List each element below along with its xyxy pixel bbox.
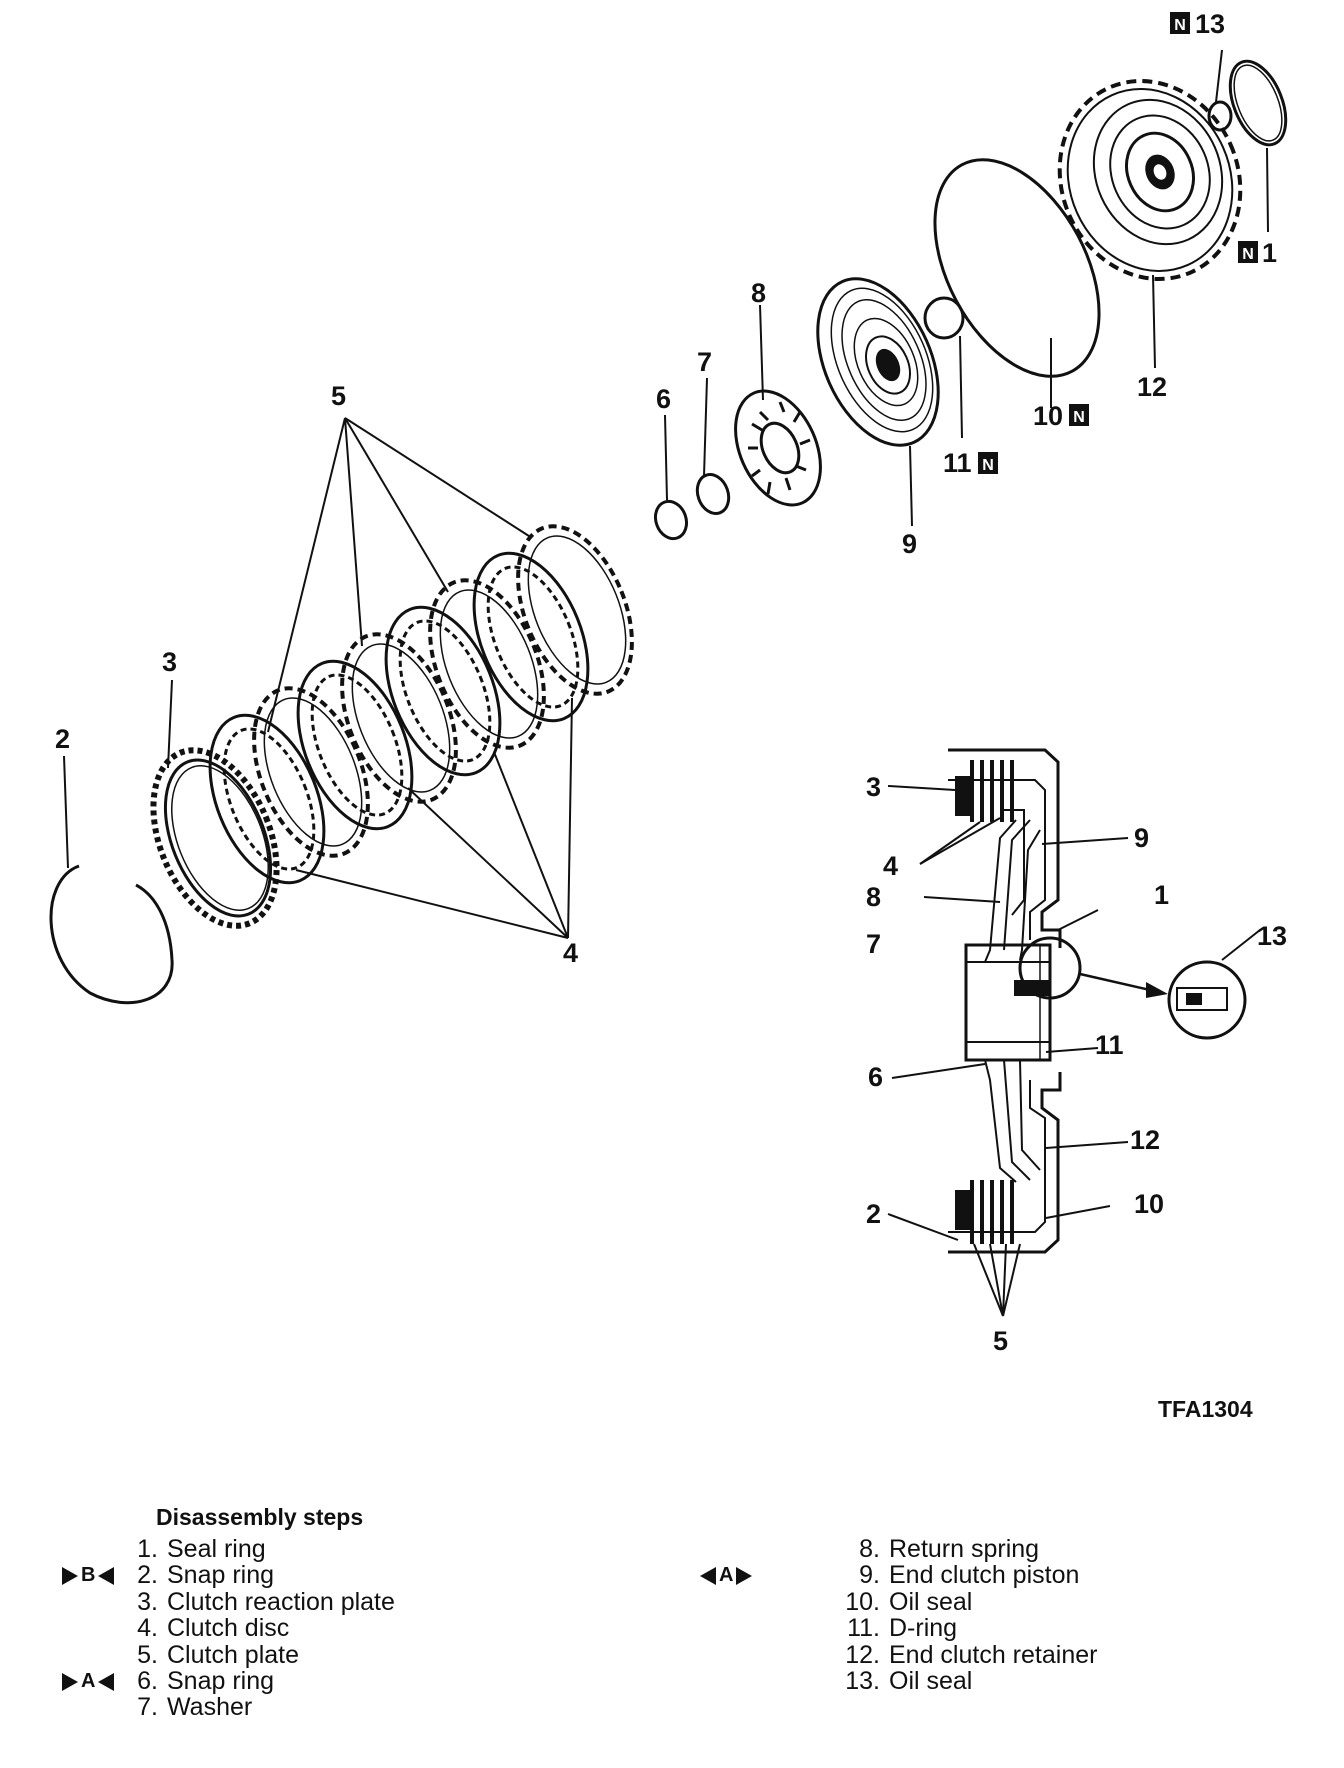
snap-ring-large — [49, 864, 174, 1005]
arrow-left-icon — [700, 1566, 716, 1585]
arrow-left-icon — [98, 1672, 115, 1691]
end-clutch-retainer — [1057, 79, 1243, 281]
clutch-plate — [340, 632, 458, 804]
callout-1: 1 — [1262, 238, 1277, 268]
steps-column-left: 1.Seal ring 2.Snap ring 3.Clutch reactio… — [120, 1536, 395, 1721]
clutch-plate — [428, 578, 546, 750]
steps-column-right: 8.Return spring 9.End clutch piston 10.O… — [842, 1535, 1098, 1695]
clutch-disc — [208, 713, 326, 885]
step-row: 1.Seal ring — [137, 1535, 266, 1563]
service-tag-a-left: A — [62, 1670, 115, 1693]
figure-code: TFA1304 — [1158, 1396, 1253, 1422]
svg-text:N: N — [1242, 246, 1254, 263]
section-callout-10: 10 — [1134, 1189, 1164, 1219]
service-tag-b: B — [62, 1564, 115, 1587]
callout-7: 7 — [697, 347, 712, 377]
callout-3: 3 — [162, 647, 177, 677]
oil-seal-small — [1207, 100, 1233, 132]
new-part-marker-10 — [1069, 404, 1089, 426]
section-callout-13: 13 — [1257, 921, 1287, 951]
service-tag-a-right: A — [700, 1564, 753, 1587]
step-row: 6.Snap ring — [137, 1666, 275, 1695]
steps-title: Disassembly steps — [156, 1504, 364, 1530]
clutch-reaction-plate — [150, 747, 280, 929]
exploded-leaders — [63, 49, 1269, 939]
step-row: 8.Return spring — [859, 1535, 1040, 1563]
section-callout-8: 8 — [866, 882, 881, 912]
clutch-plate — [516, 524, 634, 696]
section-callout-2: 2 — [866, 1199, 881, 1229]
new-part-marker-1 — [1238, 241, 1258, 263]
oil-seal-large — [933, 158, 1101, 378]
section-callout-1: 1 — [1154, 880, 1169, 910]
callout-5: 5 — [331, 381, 346, 411]
callout-8: 8 — [751, 278, 766, 308]
exploded-callouts: N 13 N 1 12 10 N 11 N 9 8 7 6 5 3 2 4 — [55, 9, 1277, 968]
snap-ring-small — [653, 499, 689, 541]
step-row: 10.Oil seal — [845, 1587, 973, 1616]
callout-4: 4 — [563, 938, 578, 968]
section-callout-7: 7 — [866, 929, 881, 959]
clutch-pack — [150, 524, 634, 929]
svg-text:N: N — [982, 457, 994, 474]
return-spring — [734, 389, 822, 507]
section-callout-5: 5 — [993, 1326, 1008, 1356]
callout-10: 10 — [1033, 401, 1063, 431]
step-row: 4.Clutch disc — [137, 1614, 290, 1643]
new-part-marker-text: N — [1174, 17, 1186, 34]
step-row: 12.End clutch retainer — [845, 1640, 1098, 1669]
seal-ring — [1228, 59, 1288, 147]
clutch-disc — [472, 551, 590, 723]
clutch-disc — [384, 605, 502, 777]
arrow-right-icon — [62, 1672, 78, 1691]
section-callout-6: 6 — [868, 1062, 883, 1092]
step-row: 2.Snap ring — [137, 1561, 275, 1590]
svg-text:N: N — [1073, 409, 1085, 426]
cross-section-view — [948, 748, 1247, 1254]
end-clutch-piston — [816, 277, 940, 447]
step-row: 3.Clutch reaction plate — [137, 1587, 395, 1616]
step-row: 7.Washer — [137, 1693, 253, 1722]
callout-11: 11 — [943, 448, 972, 478]
step-row: 9.End clutch piston — [859, 1561, 1080, 1590]
section-callout-9: 9 — [1134, 823, 1149, 853]
section-callout-3: 3 — [866, 772, 881, 802]
d-ring — [923, 296, 965, 340]
callout-9: 9 — [902, 529, 917, 559]
section-callout-4: 4 — [883, 851, 898, 881]
callout-2: 2 — [55, 724, 70, 754]
clutch-disc — [296, 659, 414, 831]
section-callout-11: 11 — [1095, 1030, 1124, 1060]
step-row: 13.Oil seal — [845, 1666, 973, 1695]
section-callouts: 3 9 4 8 1 7 13 11 6 12 2 10 5 — [866, 772, 1287, 1356]
callout-6: 6 — [656, 384, 671, 414]
arrow-right-icon — [736, 1566, 753, 1585]
washer — [695, 473, 731, 515]
arrow-left-icon — [98, 1566, 115, 1585]
step-row: 11.D-ring — [847, 1614, 958, 1643]
callout-13: 13 — [1195, 9, 1225, 39]
step-row: 5.Clutch plate — [137, 1640, 300, 1669]
callout-12: 12 — [1137, 372, 1167, 402]
section-leaders — [887, 785, 1261, 1317]
new-part-marker-13 — [1170, 12, 1190, 34]
new-part-marker-11 — [978, 452, 998, 474]
arrow-right-icon — [62, 1566, 78, 1585]
exploded-view-diagram: N 13 N 1 12 10 N 11 N 9 8 7 6 5 3 2 4 3 … — [49, 9, 1288, 1356]
section-callout-12: 12 — [1130, 1125, 1160, 1155]
